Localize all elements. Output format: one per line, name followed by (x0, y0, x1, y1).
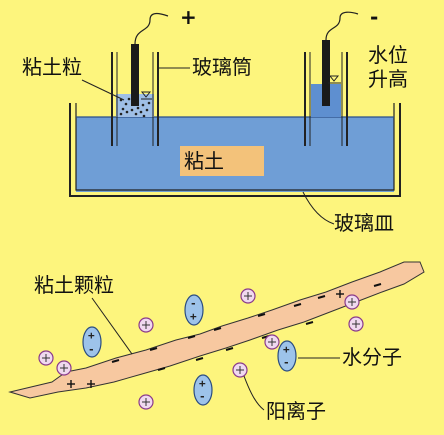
cation (138, 317, 154, 333)
water-molecule: +- (193, 374, 213, 406)
svg-text:-: - (199, 390, 206, 403)
cation (138, 394, 154, 410)
negative-charges (111, 283, 382, 371)
negative-wire (325, 11, 359, 41)
cation (232, 362, 248, 378)
cation (56, 360, 72, 376)
water-molecule: +- (277, 340, 297, 372)
svg-text:-: - (283, 356, 290, 369)
svg-text:+: + (199, 377, 206, 390)
glass-tube-label: 玻璃筒 (192, 55, 252, 79)
glass-dish-label: 玻璃皿 (334, 211, 394, 235)
clay-particle-label: 粘土粒 (22, 55, 82, 79)
positive-electrode (131, 44, 139, 106)
plus-charges (67, 290, 344, 388)
cation (38, 350, 54, 366)
svg-text:-: - (190, 297, 197, 310)
clay-granule-label: 粘土颗粒 (34, 273, 114, 297)
negative-electrode (322, 40, 330, 106)
glass-dish (69, 103, 401, 197)
cation (344, 294, 360, 310)
svg-text:-: - (88, 343, 95, 356)
positive-sign: + (180, 5, 197, 29)
clay-label: 粘土 (184, 149, 224, 173)
clay-box (180, 146, 264, 176)
svg-text:+: + (88, 329, 95, 342)
water-rise-label-2: 升高 (368, 67, 408, 91)
water-molecule-label: 水分子 (342, 345, 402, 369)
water-molecule: +- (82, 326, 102, 358)
svg-text:+: + (283, 343, 290, 356)
cation (240, 288, 256, 304)
cation (348, 316, 364, 332)
cation-label: 阳离子 (266, 399, 326, 423)
cations (38, 288, 364, 410)
positive-wire (134, 12, 169, 45)
right-glass-tube (304, 52, 348, 146)
cation (264, 334, 280, 350)
negative-sign: - (370, 5, 378, 29)
water-rise-label-1: 水位 (368, 43, 408, 67)
svg-text:+: + (190, 310, 197, 323)
water-molecule: -+ (184, 294, 204, 326)
water-molecules: +- -+ +- +- (82, 294, 297, 406)
